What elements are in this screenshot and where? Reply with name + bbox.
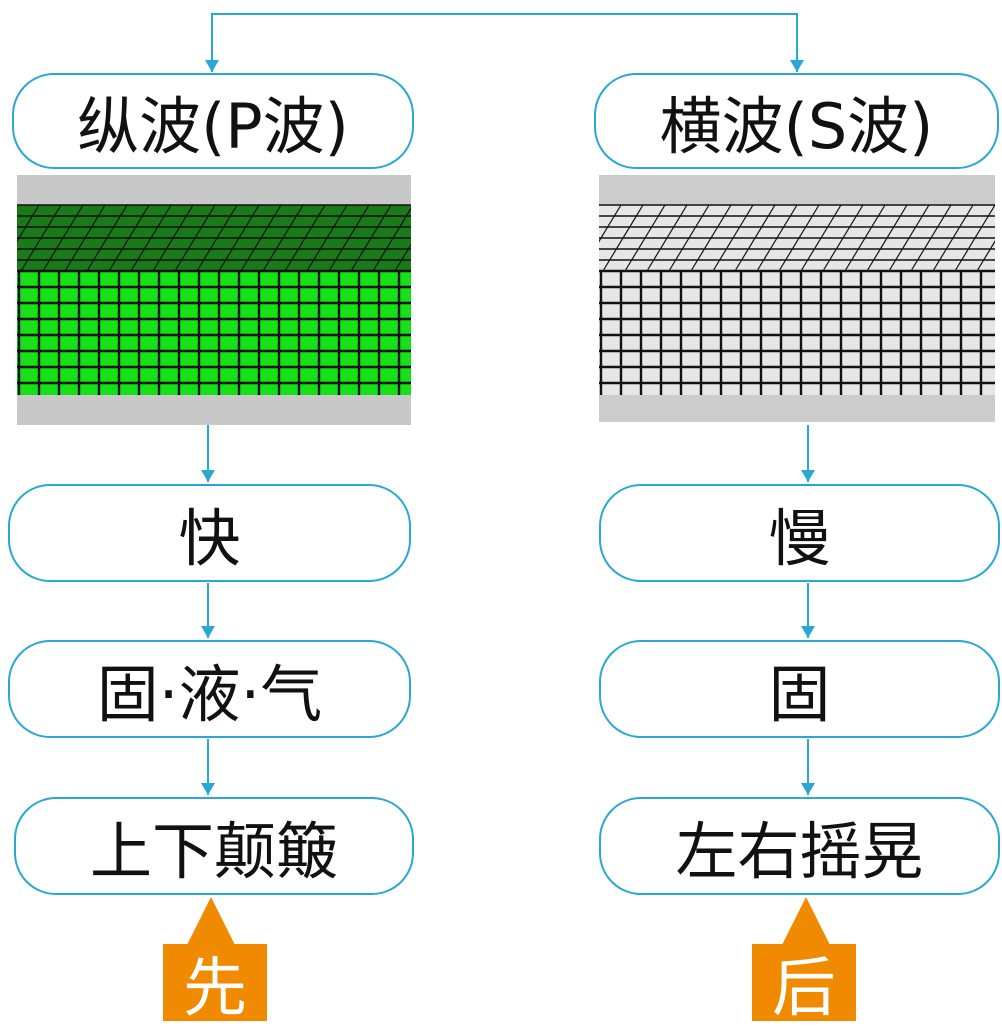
s-wave-grid-illustration <box>599 175 995 422</box>
s-wave-medium: 固 <box>599 640 1000 738</box>
s-wave-motion: 左右摇晃 <box>599 797 1000 895</box>
arrowhead-p-motion <box>201 783 215 795</box>
p-wave-grid-illustration <box>17 175 411 425</box>
arrowhead-p-medium <box>201 626 215 638</box>
arrowhead-p-speed <box>201 470 215 482</box>
s-wave-title: 横波(S波) <box>594 73 999 169</box>
arrowhead-p-title <box>205 60 219 72</box>
p-wave-motion: 上下颠簸 <box>14 797 414 895</box>
p-wave-title: 纵波(P波) <box>12 73 414 169</box>
s-wave-order-tag: 后 <box>752 944 856 1026</box>
arrowhead-s-motion <box>801 783 815 795</box>
s-tag-pointer <box>781 897 831 947</box>
arrowhead-s-speed <box>801 470 815 482</box>
arrowhead-s-title <box>790 60 804 72</box>
s-wave-speed: 慢 <box>599 484 1000 582</box>
p-tag-pointer <box>186 897 236 947</box>
arrowhead-s-medium <box>801 626 815 638</box>
p-wave-medium: 固·液·气 <box>8 640 411 738</box>
p-wave-speed: 快 <box>8 484 411 582</box>
top-bracket-line <box>211 13 798 72</box>
p-wave-order-tag: 先 <box>163 944 267 1026</box>
